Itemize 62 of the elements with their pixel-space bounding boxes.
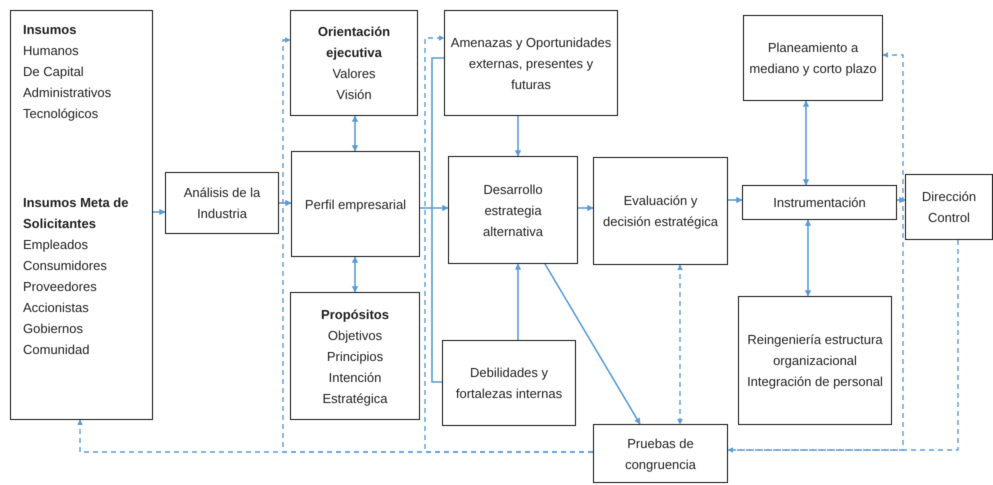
box-text: Intención Estratégica: [321, 368, 389, 408]
box-text: Amenazas y Oportunidades externas, presentes y futuras: [450, 34, 612, 94]
arrow: [420, 204, 449, 212]
box-text: Empleados: [23, 236, 88, 254]
process-box: [10, 10, 153, 420]
box-text: Instrumentación: [773, 194, 866, 212]
process-box: [444, 10, 618, 116]
process-box: [738, 296, 892, 425]
box-text: Debilidades y fortalezas internas: [454, 364, 564, 403]
arrow: [279, 200, 292, 206]
box-text: Proveedores: [23, 278, 97, 296]
process-box: [742, 185, 897, 220]
arrow: [727, 240, 959, 453]
box-text: Accionistas: [23, 299, 89, 317]
process-box: [290, 10, 418, 116]
box-text: Planeamiento a mediano y corto plazo: [749, 39, 877, 78]
process-box: [165, 172, 279, 234]
arrow: [352, 115, 358, 152]
box-text: Valores: [332, 65, 376, 83]
box-text: Principios: [326, 348, 384, 366]
box-text: Perfil empresarial: [304, 196, 406, 214]
arrow: [544, 264, 641, 425]
arrow: [424, 35, 593, 453]
box-text: Humanos: [23, 42, 79, 60]
box-text: Evaluación y decisión estratégica: [602, 192, 719, 231]
arrow: [514, 116, 522, 157]
arrow: [578, 204, 594, 212]
box-text: De Capital: [23, 63, 84, 81]
box-text: Análisis de la Industria: [182, 184, 262, 223]
box-text: Desarrollo estrategia alternativa: [482, 180, 544, 240]
process-box: [291, 151, 420, 257]
box-text: Administrativos: [23, 84, 112, 102]
box-text: Objetivos: [328, 326, 382, 345]
box-text: Reingeniería estructura organizacional Integración de personal: [746, 331, 884, 391]
connector-line: [431, 57, 444, 383]
box-heading: Orientación ejecutiva: [316, 23, 392, 62]
arrow: [153, 208, 166, 216]
box-text: Consumidores: [23, 257, 107, 275]
box-text: Dirección Control: [920, 188, 978, 227]
arrow: [728, 196, 743, 204]
process-box: [593, 157, 728, 265]
process-box: [743, 15, 883, 101]
arrow: [677, 264, 683, 425]
process-box: [905, 174, 993, 240]
box-text: Tecnológicos: [23, 105, 98, 123]
arrow: [514, 263, 522, 340]
box-text: Comunidad: [23, 341, 90, 359]
box-text: Pruebas de congruencia: [624, 434, 697, 474]
box-heading: Insumos: [23, 21, 76, 39]
arrow: [804, 219, 812, 297]
process-box: [448, 156, 578, 264]
box-heading: Propósitos: [321, 306, 389, 324]
process-box: [593, 424, 728, 483]
arrow: [728, 52, 904, 451]
arrow: [802, 100, 810, 186]
process-box: [290, 292, 420, 420]
box-heading: Insumos Meta de Solicitantes: [23, 194, 130, 233]
process-box: [442, 340, 576, 426]
arrow: [352, 256, 358, 293]
box-text: Gobiernos: [23, 320, 83, 338]
box-text: Visión: [336, 86, 372, 104]
arrow: [897, 196, 906, 204]
